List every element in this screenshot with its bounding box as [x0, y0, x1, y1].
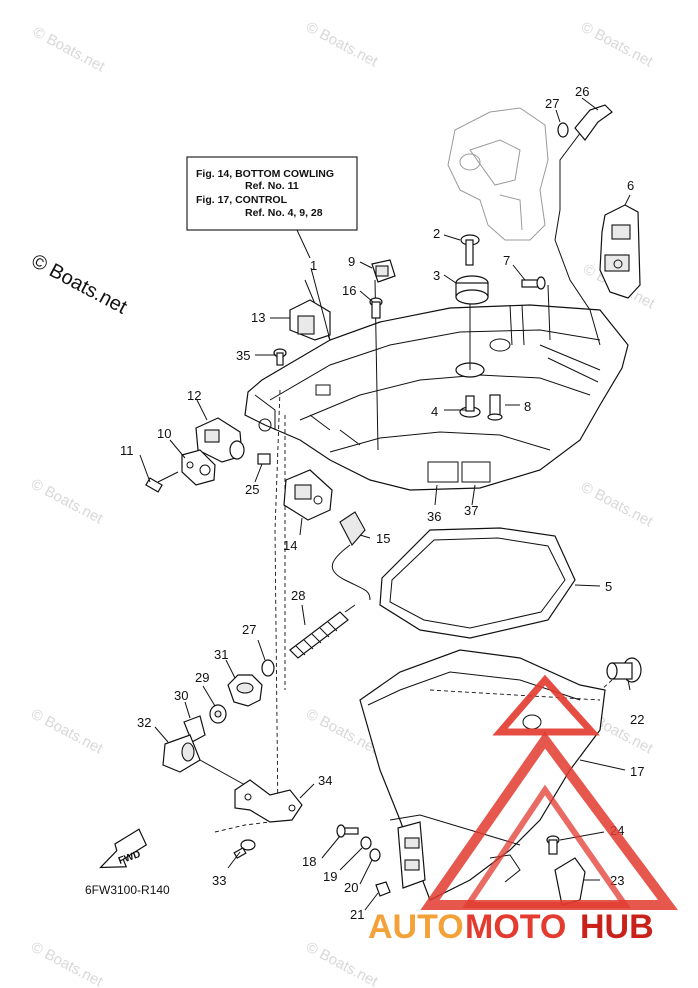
reference-line-4: Ref. No. 4, 9, 28 [245, 207, 323, 219]
callout-17: 17 [630, 764, 644, 779]
callout-37: 37 [464, 503, 478, 518]
copyright-text: © Boats.net [28, 250, 131, 319]
logo-text-auto: AUTO [368, 908, 464, 946]
callout-27: 27 [545, 96, 559, 111]
callout-34: 34 [318, 773, 332, 788]
callout-25: 25 [245, 482, 259, 497]
part-24-screw [546, 835, 560, 855]
callout-30: 30 [174, 688, 188, 703]
part-16-screw [369, 297, 383, 319]
callout-31: 31 [214, 647, 228, 662]
callout-15: 15 [376, 531, 390, 546]
watermark: © Boats.net [30, 24, 108, 76]
part-11-screw [145, 471, 179, 493]
part-18-screw [336, 824, 359, 838]
callout-19: 19 [323, 869, 337, 884]
part-29-washer [209, 704, 227, 724]
part-23-clamp [489, 854, 586, 906]
reference-line-2: Ref. No. 11 [245, 180, 299, 192]
callout-33: 33 [212, 873, 226, 888]
reference-line-1: Fig. 14, BOTTOM COWLING [196, 168, 334, 180]
callout-32: 32 [137, 715, 151, 730]
part-5-seal [379, 527, 576, 639]
callout-27b: 27 [242, 622, 256, 637]
callout-20: 20 [344, 880, 358, 895]
part-10-plate [181, 449, 216, 486]
watermark: © Boats.net [28, 476, 106, 528]
part-25-clip [257, 453, 271, 465]
callout-28: 28 [291, 588, 305, 603]
part-14-switch [283, 469, 333, 521]
callout-16: 16 [342, 283, 356, 298]
part-28-cable [289, 604, 356, 659]
callout-5: 5 [605, 579, 612, 594]
part-9-grommet [371, 259, 396, 283]
callout-7: 7 [503, 253, 510, 268]
part-code: 6FW3100-R140 [85, 883, 170, 897]
part-32-bushing [162, 734, 201, 773]
callout-9: 9 [348, 254, 355, 269]
part-35-screw [273, 348, 287, 366]
part-27-clip [261, 659, 275, 677]
part-13-clamp [289, 299, 331, 341]
reference-line-3: Fig. 17, CONTROL [196, 194, 288, 206]
logo-text-moto: MOTO [465, 908, 566, 946]
callout-14: 14 [283, 538, 297, 553]
callout-35: 35 [236, 348, 250, 363]
part-21-nut [375, 881, 391, 897]
part-6-bracket [599, 204, 641, 299]
part-20-washer [369, 848, 381, 862]
callout-3: 3 [433, 268, 440, 283]
watermark: © Boats.net [303, 19, 381, 71]
callout-4: 4 [431, 404, 438, 419]
logo-text-hub: HUB [580, 908, 654, 946]
engine-bracket-outline [447, 107, 549, 241]
callout-18: 18 [302, 854, 316, 869]
callout-21: 21 [350, 907, 364, 922]
callout-22: 22 [630, 712, 644, 727]
part-34-bracket [234, 779, 303, 823]
part-22-grommet [606, 657, 642, 683]
part-2-bolt [460, 234, 480, 266]
callout-10: 10 [157, 426, 171, 441]
callout-36: 36 [427, 509, 441, 524]
callout-11: 11 [120, 443, 134, 458]
reference-box: Fig. 14, BOTTOM COWLING Ref. No. 11 Fig.… [186, 156, 358, 259]
watermark: © Boats.net [28, 939, 106, 988]
fwd-arrow: FWD [99, 828, 148, 869]
part-7-bolt [521, 276, 546, 290]
part-12-bracket [195, 417, 245, 463]
watermark: © Boats.net [578, 19, 656, 71]
callouts: 1 2 3 4 5 6 7 8 9 10 11 12 13 14 15 16 1… [120, 84, 644, 922]
watermark: © Boats.net [28, 706, 106, 758]
callout-1: 1 [310, 258, 317, 273]
part-3-grommet [455, 275, 489, 305]
hinge-bracket [397, 821, 426, 889]
callout-6: 6 [627, 178, 634, 193]
callout-2: 2 [433, 226, 440, 241]
leader-lines [139, 97, 631, 911]
part-8-fitting [487, 394, 503, 421]
callout-29: 29 [195, 670, 209, 685]
automotohub-logo: AUTO MOTO HUB [368, 674, 678, 946]
callout-8: 8 [524, 399, 531, 414]
callout-12: 12 [187, 388, 201, 403]
part-15-connector [332, 511, 371, 601]
part-19-washer [360, 836, 372, 850]
callout-26: 26 [575, 84, 589, 99]
part-31-knob [227, 674, 263, 707]
watermark: © Boats.net [578, 479, 656, 531]
callout-13: 13 [251, 310, 265, 325]
